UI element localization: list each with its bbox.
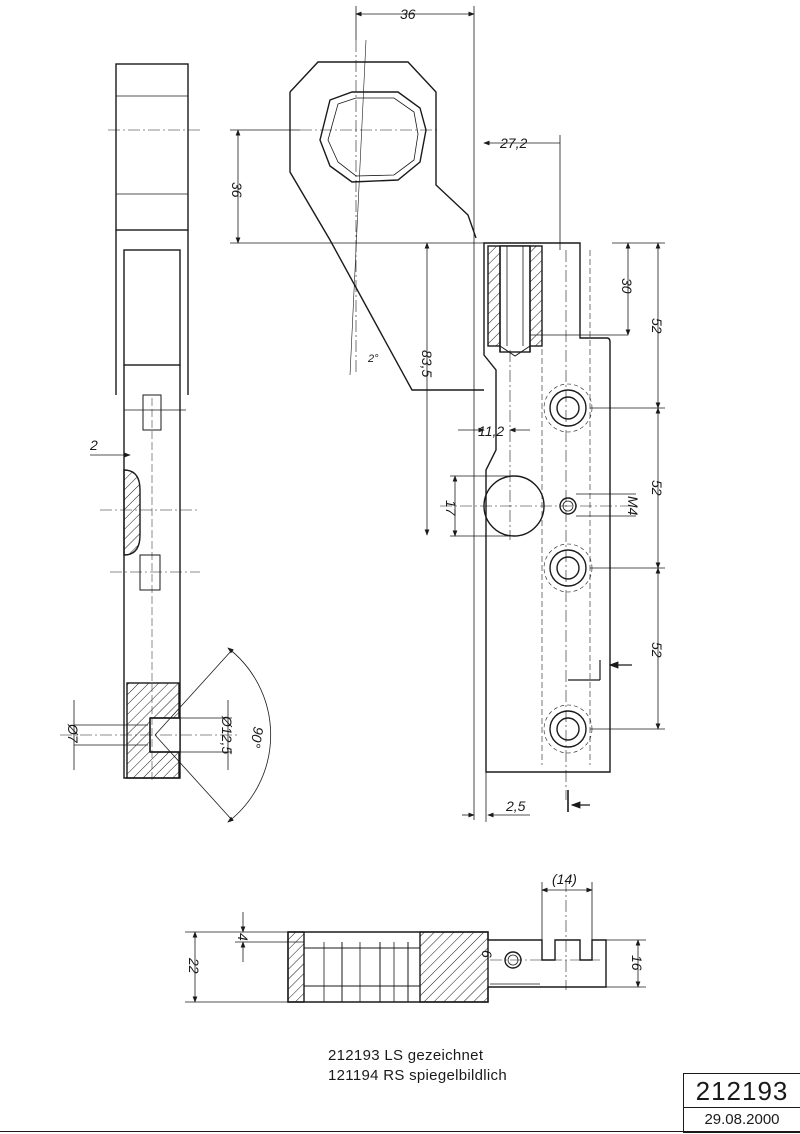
arm-top-view [289,39,484,391]
bottom-view [287,880,607,1003]
dim-83-5: 83,5 [419,350,435,377]
dim-11-2: 11,2 [478,423,504,439]
dim-22: 22 [186,957,202,974]
title-block-date: 29.08.2000 [683,1107,800,1133]
note-drawn-side: 212193 LS gezeichnet [328,1047,484,1064]
dim-17: 17 [443,500,459,517]
dim-14: (14) [552,871,577,887]
dim-2: 2 [89,437,98,453]
dim-30: 30 [619,278,635,294]
dim-2-5: 2,5 [505,798,526,814]
dim-52-b: 52 [649,480,665,496]
dim-52-a: 52 [649,318,665,334]
side-view [60,63,240,780]
note-mirror-side: 121194 RS spiegelbildlich [328,1067,508,1084]
dim-52-c: 52 [649,642,665,658]
dim-16: 16 [629,955,645,971]
dim-diameter-12-5: Ø12,5 [219,715,235,754]
dim-4: 4 [235,933,251,941]
dim-36-top: 36 [400,6,416,22]
dim-27-2: 27,2 [499,135,527,151]
dim-90-deg: 90° [247,725,267,749]
dim-m4: M4 [625,496,641,516]
dim-6: 6 [479,950,495,958]
frame-bottom-line [0,1131,800,1132]
dim-20-deg: 2° [367,353,379,365]
dim-36-left: 36 [229,182,245,198]
dimension-labels: 36 27,2 36 2° 83,5 30 52 52 52 11,2 17 M… [65,6,665,974]
dim-diameter-7: Ø7 [65,723,81,744]
title-block-part-number: 212193 [683,1073,800,1108]
front-view [440,242,640,800]
